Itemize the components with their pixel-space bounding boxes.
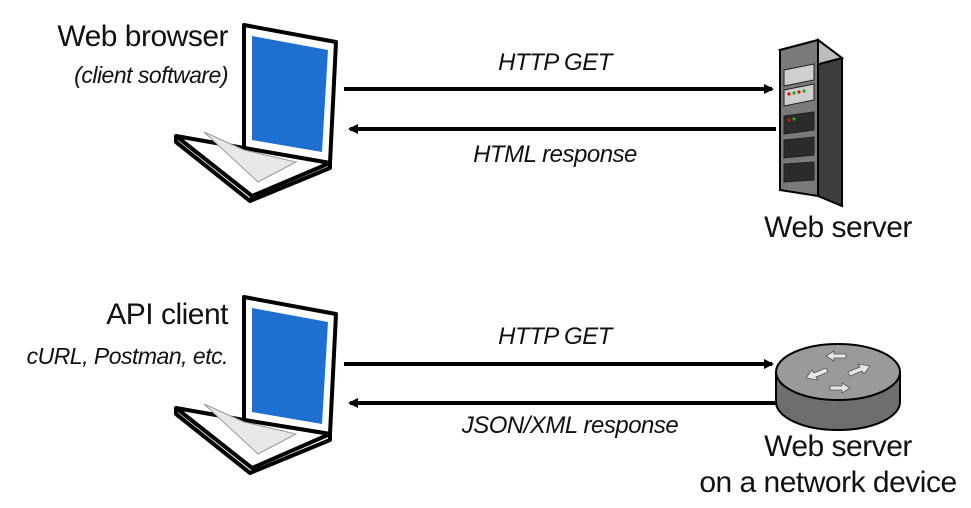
client-title-row1: Web browser bbox=[57, 20, 228, 53]
server-tower-icon bbox=[777, 38, 845, 208]
laptop-icon bbox=[174, 295, 338, 475]
response-label-row1: HTML response bbox=[473, 141, 637, 168]
server-label-row2-line2: on a network device bbox=[699, 466, 957, 499]
request-label-row1: HTTP GET bbox=[498, 49, 612, 76]
client-title-row2: API client bbox=[106, 298, 228, 331]
server-label-row1: Web server bbox=[764, 211, 912, 244]
client-subtitle-row1: (client software) bbox=[74, 62, 228, 88]
request-label-row2: HTTP GET bbox=[498, 323, 612, 350]
router-icon bbox=[775, 343, 901, 431]
server-label-row2-line1: Web server bbox=[764, 430, 912, 463]
response-label-row2: JSON/XML response bbox=[461, 412, 679, 439]
laptop-icon bbox=[174, 23, 338, 203]
client-subtitle-row2: cURL, Postman, etc. bbox=[26, 343, 229, 369]
